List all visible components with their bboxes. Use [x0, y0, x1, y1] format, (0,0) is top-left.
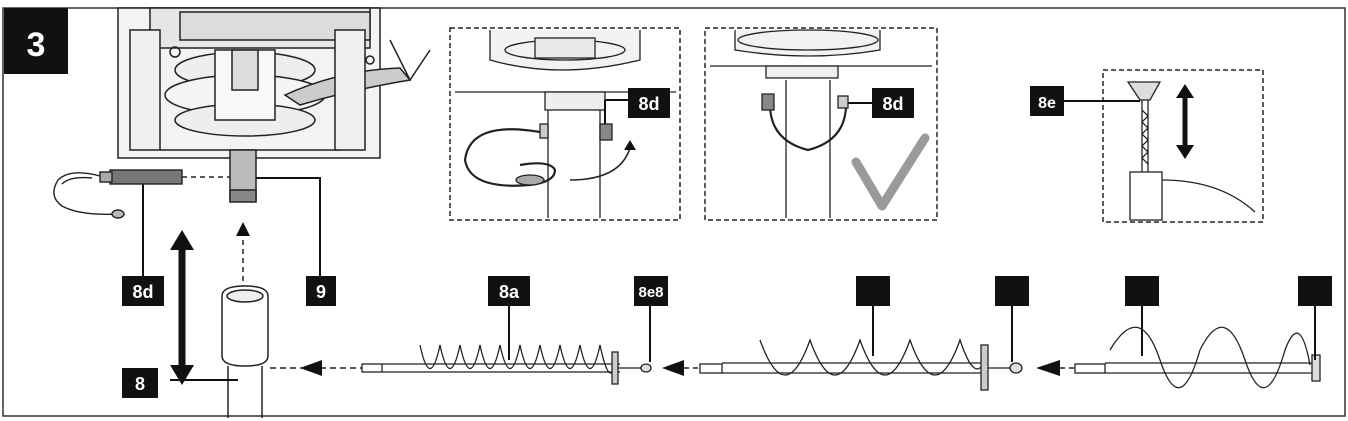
arrow-left-3 — [1036, 360, 1060, 376]
svg-text:8e8: 8e8 — [638, 284, 663, 301]
spindle-shaft — [229, 149, 257, 203]
label-blank-2 — [995, 276, 1029, 306]
step-number: 3 — [27, 26, 46, 64]
extension-sleeve — [221, 285, 269, 418]
step-badge: 3 — [4, 8, 68, 74]
machine-body — [117, 7, 431, 159]
auger-small — [361, 344, 652, 385]
checkmark-icon — [851, 133, 930, 211]
inset-pin-secured: 8d — [704, 27, 938, 221]
double-arrow-icon — [170, 230, 194, 385]
arrow-left-1 — [300, 360, 322, 376]
outer-frame — [2, 7, 1346, 417]
inset-pin-detail: 8e — [1030, 69, 1264, 223]
inset1-label-8d: 8d — [638, 94, 659, 114]
inset3-label-8e: 8e — [1038, 95, 1056, 112]
label-8a: 8a — [488, 276, 530, 306]
label-8e8: 8e8 — [634, 276, 668, 306]
leader-lines-augers — [508, 306, 1316, 362]
inset-pin-insertion: 8d — [449, 27, 681, 221]
label-8: 8 — [122, 368, 158, 398]
auger-large — [1074, 326, 1321, 389]
label-8d-left: 8d — [122, 276, 164, 306]
label-blank-1 — [856, 276, 890, 306]
svg-text:8a: 8a — [499, 282, 520, 302]
inset2-label-8d: 8d — [882, 94, 903, 114]
svg-text:9: 9 — [316, 282, 326, 302]
auger-medium — [699, 338, 1023, 391]
label-blank-3 — [1125, 276, 1159, 306]
arrow-left-2 — [662, 360, 684, 376]
label-blank-4 — [1298, 276, 1332, 306]
svg-text:8: 8 — [135, 374, 145, 394]
insert-up-arrow — [236, 222, 250, 290]
double-arrow-icon — [1176, 84, 1194, 159]
label-9: 9 — [306, 276, 336, 306]
pin-with-r-clip — [53, 169, 183, 219]
leader-lines-left — [142, 177, 321, 381]
svg-text:8d: 8d — [132, 282, 153, 302]
